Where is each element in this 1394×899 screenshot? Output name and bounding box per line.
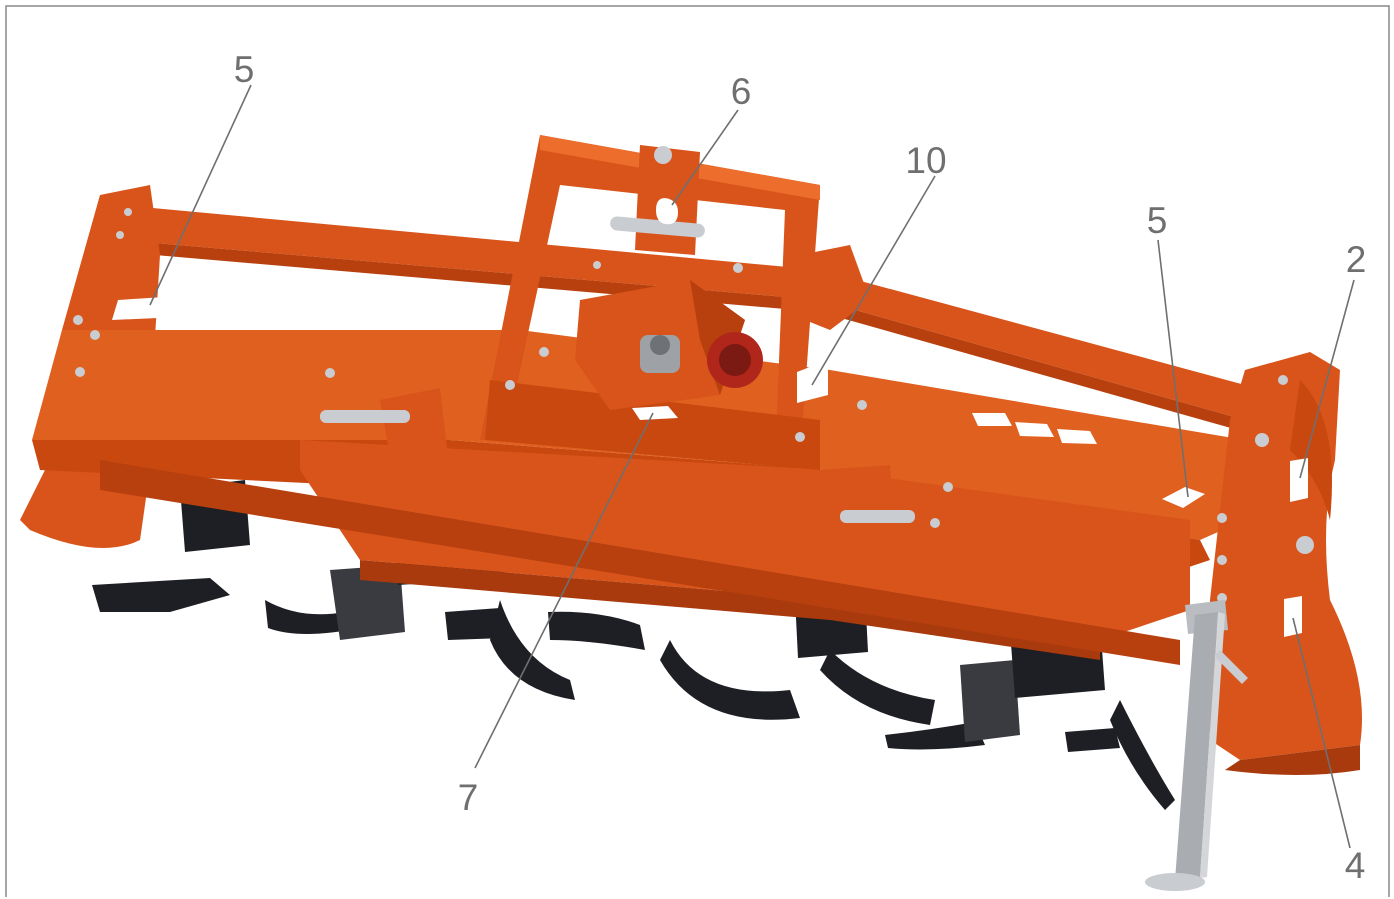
- decal-7: [632, 406, 678, 420]
- callout-6: 6: [731, 71, 752, 112]
- parking-stand: [1145, 600, 1248, 891]
- decal-5-left: [112, 297, 165, 320]
- callout-2: 2: [1346, 239, 1367, 280]
- lower-link-brackets: [320, 388, 915, 560]
- three-point-hitch: [480, 135, 870, 470]
- decal-strip-1: [972, 413, 1012, 426]
- tiller-frame: [20, 185, 1362, 775]
- callout-5-left: 5: [234, 49, 255, 90]
- decal-4: [1284, 596, 1302, 637]
- decal-strip-2: [1015, 422, 1054, 437]
- callout-5-right: 5: [1147, 200, 1168, 241]
- callout-labels: 5 6 10 5 2 7 4: [234, 49, 1367, 886]
- callout-7: 7: [458, 777, 479, 818]
- decal-2: [1290, 458, 1308, 502]
- bolts: [73, 208, 1314, 603]
- callout-4: 4: [1345, 845, 1366, 886]
- leader-lines: [149, 84, 1355, 849]
- figure-border: [5, 5, 1390, 897]
- decal-strip-3: [1057, 429, 1097, 444]
- decal-5-right: [1162, 487, 1205, 508]
- callout-10: 10: [905, 140, 946, 181]
